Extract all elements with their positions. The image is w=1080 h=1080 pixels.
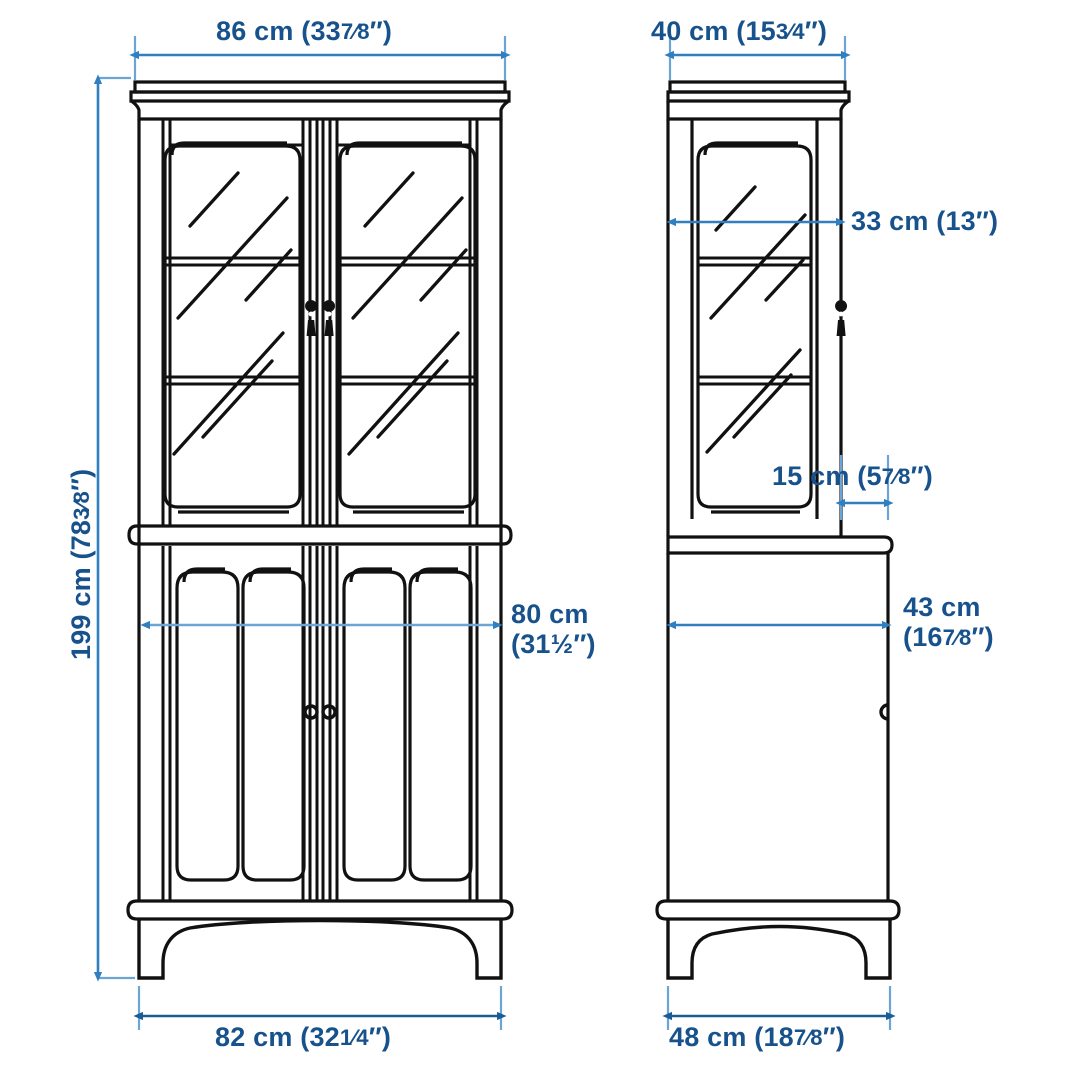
upper-left-glass-reflections <box>172 171 293 456</box>
front-stiles-upper <box>161 119 479 525</box>
front-center-mullion-lower <box>308 546 332 900</box>
dimension-label-15: 15 cm (57⁄8″) <box>772 461 933 491</box>
dimline-199 <box>93 74 135 982</box>
lower-right-panel-a <box>342 567 407 882</box>
side-mid-rail <box>666 535 894 555</box>
side-view <box>655 80 901 980</box>
dimension-lines <box>93 36 896 1030</box>
dimline-48 <box>662 986 896 1030</box>
side-lower-carcass <box>666 553 890 900</box>
front-mid-rail <box>127 524 513 546</box>
dimension-label-48: 48 cm (187⁄8″) <box>669 1022 846 1052</box>
front-stiles-lower <box>161 546 479 900</box>
front-carcass <box>137 119 503 900</box>
upper-right-shelves <box>341 256 475 386</box>
dimension-label-33: 33 cm (13″) <box>851 206 999 236</box>
upper-left-door-keyhole-handle[interactable] <box>305 300 318 336</box>
side-apron-and-feet <box>666 920 892 980</box>
side-cornice <box>666 80 851 121</box>
lower-left-panel-a <box>175 567 240 882</box>
lower-left-door-knob[interactable] <box>303 704 319 720</box>
upper-right-door[interactable] <box>335 119 472 525</box>
front-base-rail <box>126 899 514 921</box>
fraction-7-8: 7⁄8 <box>793 1025 823 1051</box>
upper-left-door[interactable] <box>168 119 305 525</box>
lower-right-door-knob[interactable] <box>321 704 337 720</box>
dimline-40 <box>664 36 851 80</box>
front-apron-and-feet <box>137 918 503 980</box>
dimension-label-80: 80 cm (31½″) <box>511 599 596 659</box>
side-shelves <box>699 256 811 386</box>
dimline-86 <box>129 36 511 80</box>
side-base-rail <box>655 899 901 921</box>
dimension-label-199: 199 cm (783⁄8″) <box>66 468 96 660</box>
dimension-label-80-line2: (31½″) <box>511 629 596 660</box>
dimension-label-80-line1: 80 cm <box>511 599 589 629</box>
upper-left-shelves <box>166 256 300 386</box>
fraction-3-8: 3⁄8 <box>69 490 95 520</box>
fraction-7-8: 7⁄8 <box>881 464 911 490</box>
upper-right-door-keyhole-handle[interactable] <box>323 300 336 336</box>
lower-left-panel-b <box>241 567 306 882</box>
dimension-label-86: 86 cm (337⁄8″) <box>216 16 393 46</box>
dimline-82 <box>133 986 507 1030</box>
dimension-label-82: 82 cm (321⁄4″) <box>215 1022 392 1052</box>
dimline-15 <box>835 455 894 520</box>
upper-right-glass-reflections <box>347 171 468 456</box>
front-view <box>126 80 514 980</box>
dimension-label-40: 40 cm (153⁄4″) <box>651 16 828 46</box>
dimension-label-43: 43 cm (167⁄8″) <box>903 592 994 652</box>
side-upper-door-keyhole-handle[interactable] <box>835 300 848 336</box>
fraction-7-8: 7⁄8 <box>340 19 370 45</box>
side-lower-door-knob[interactable] <box>879 703 889 721</box>
upper-right-glass-panel <box>338 141 477 514</box>
side-glass-door-panel <box>696 141 813 514</box>
fraction-3-4: 3⁄4 <box>775 19 805 45</box>
dimension-label-43-line1: 43 cm <box>903 592 981 622</box>
front-cornice <box>129 80 511 121</box>
side-glass-reflections <box>705 185 807 454</box>
dimension-label-43-line2: (167⁄8″) <box>903 622 994 653</box>
lower-right-panel-b <box>408 567 473 882</box>
fraction-1-4: 1⁄4 <box>339 1025 369 1051</box>
fraction-7-8: 7⁄8 <box>942 625 972 651</box>
upper-left-glass-panel <box>163 141 302 514</box>
